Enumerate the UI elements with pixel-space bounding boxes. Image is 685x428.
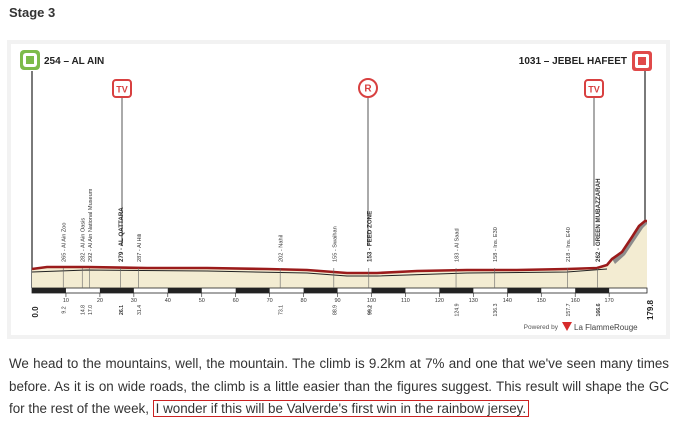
- axis-tick-label: 120: [435, 298, 444, 304]
- svg-text:R: R: [364, 84, 372, 95]
- waypoint-label: 183 - Al Saad: [455, 228, 461, 262]
- waypoint-km: 14.8: [81, 305, 87, 315]
- waypoint-label: 265 - Al Ain Zoo: [62, 223, 68, 263]
- start-km: 0.0: [31, 306, 40, 318]
- finish-km: 179.8: [646, 299, 655, 320]
- waypoint-label: 158 - Ins. E30: [493, 227, 499, 262]
- article-paragraph: We head to the mountains, well, the moun…: [9, 353, 669, 421]
- waypoint-label: 282 - Al Ain Oasis: [81, 218, 87, 262]
- waypoint-labels: 265 - Al Ain Zoo 9.2 282 - Al Ain Oasis 14.…: [62, 178, 602, 317]
- distance-bar-segment: [235, 288, 270, 293]
- axis-tick-label: 100: [367, 298, 376, 304]
- waypoint-label: 279 - AL QATTARA: [118, 207, 125, 262]
- waypoint-label: 292 - Al Ain National Museum: [88, 188, 94, 262]
- svg-text:TV: TV: [116, 85, 128, 95]
- waypoint-km: 166.6: [596, 303, 602, 316]
- distance-axis: 10 20 30 40 50 60 70 80 90 100 110 120 130 140 150 160 1…: [63, 293, 614, 304]
- article-text: We head to the mountains, well, the moun…: [9, 356, 669, 416]
- tv-icon: TV: [584, 79, 604, 246]
- distance-bar-segment: [439, 288, 474, 293]
- finish-label: 1031 – JEBEL HAFEET: [519, 56, 627, 67]
- axis-tick-label: 90: [334, 298, 340, 304]
- finish-icon: [632, 51, 652, 71]
- waypoint-label: 202 - Nahil: [279, 235, 285, 262]
- distance-bar-segment: [575, 288, 610, 293]
- distance-bar-segment: [371, 288, 406, 293]
- axis-tick-label: 30: [131, 298, 137, 304]
- axis-tick-label: 50: [199, 298, 205, 304]
- waypoint-km: 9.2: [62, 306, 68, 313]
- axis-tick-label: 80: [301, 298, 307, 304]
- waypoint-label: 287 - Al Hili: [137, 234, 143, 262]
- distance-bar-segment: [99, 288, 134, 293]
- waypoint-km: 157.7: [566, 303, 572, 316]
- waypoint-km: 136.3: [493, 303, 499, 316]
- axis-tick-label: 60: [233, 298, 239, 304]
- distance-bar-segment: [507, 288, 542, 293]
- waypoint-label: 155 - Swaihan: [332, 226, 338, 262]
- waypoint-km: 124.9: [455, 303, 461, 316]
- axis-tick-label: 160: [571, 298, 580, 304]
- axis-tick-label: 40: [165, 298, 171, 304]
- stage-profile-chart: 254 – AL AIN 1031 – JEBEL HAFEET TV R: [11, 44, 666, 335]
- waypoint-km: 99.2: [367, 305, 373, 315]
- distance-bar-segment: [32, 288, 66, 293]
- axis-tick-label: 150: [537, 298, 546, 304]
- axis-tick-label: 20: [97, 298, 103, 304]
- axis-tick-label: 10: [63, 298, 69, 304]
- waypoint-label: 218 - Ins. E40: [566, 227, 572, 262]
- axis-tick-label: 140: [503, 298, 512, 304]
- start-label: 254 – AL AIN: [44, 56, 104, 67]
- waypoint-km: 26.1: [119, 305, 125, 315]
- elevation-line: [31, 219, 647, 275]
- axis-tick-label: 110: [401, 298, 410, 304]
- svg-text:TV: TV: [588, 85, 600, 95]
- waypoint-km: 73.1: [279, 305, 285, 315]
- waypoint-km: 31.4: [137, 305, 143, 315]
- distance-bar-segments: [32, 288, 610, 293]
- waypoint-km: 17.0: [88, 305, 94, 315]
- tv-icon: TV: [112, 79, 132, 246]
- distance-bar-segment: [167, 288, 202, 293]
- powered-by-label: Powered by: [524, 324, 559, 331]
- stage-profile: 254 – AL AIN 1031 – JEBEL HAFEET TV R: [7, 40, 670, 339]
- highlighted-sentence: I wonder if this will be Valverde's firs…: [152, 400, 530, 417]
- axis-tick-label: 70: [267, 298, 273, 304]
- brand-label: La FlammeRouge: [574, 323, 638, 332]
- start-icon: [20, 50, 40, 70]
- waypoint-km: 88.9: [332, 305, 338, 315]
- elevation-edge: [31, 268, 608, 277]
- waypoint-label: 262 - GREEN MUBAZZARAH: [595, 178, 602, 262]
- flamme-rouge-icon: [562, 322, 572, 331]
- stage-title: Stage 3: [9, 5, 56, 20]
- axis-tick-label: 170: [605, 298, 614, 304]
- feed-zone-icon: R: [358, 78, 378, 246]
- waypoint-label: 153 - FEED ZONE: [366, 211, 373, 262]
- axis-tick-label: 130: [469, 298, 478, 304]
- distance-bar-segment: [303, 288, 338, 293]
